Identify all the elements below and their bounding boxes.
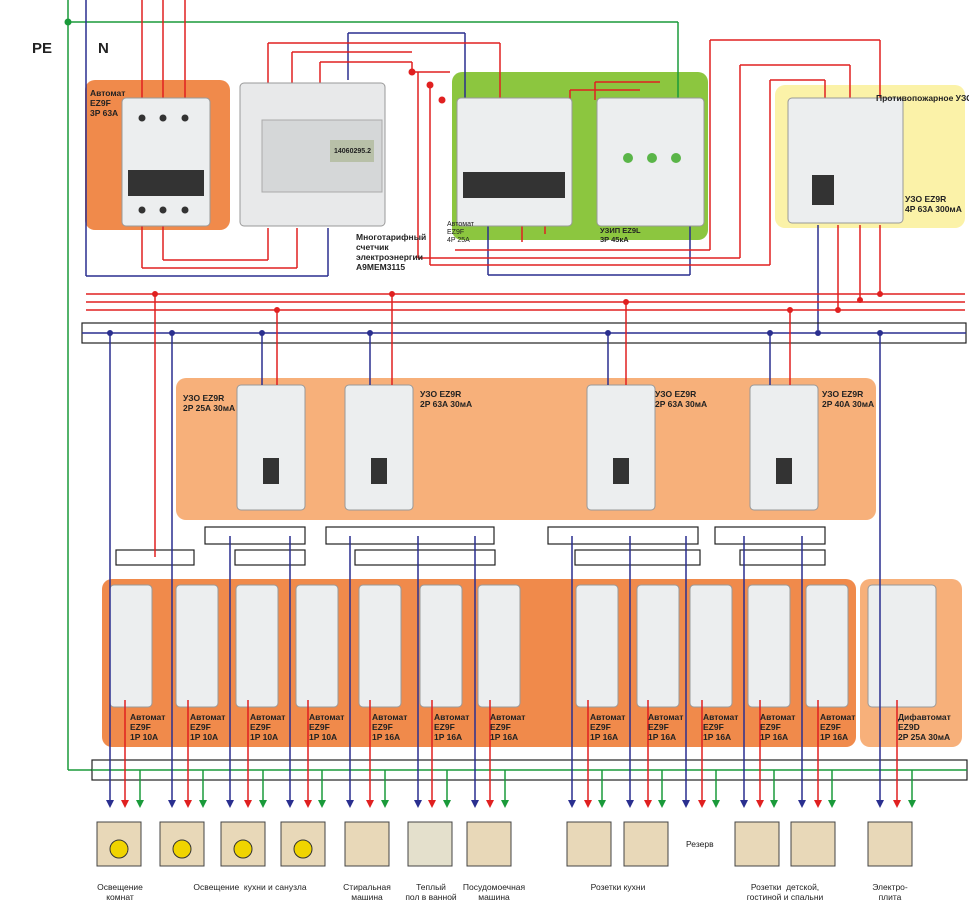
neutral-feed — [85, 0, 819, 330]
main-breaker[interactable] — [121, 97, 211, 227]
surge-protector[interactable] — [596, 97, 705, 227]
rcd-devices[interactable] — [236, 384, 819, 511]
phase-busbars — [86, 293, 965, 311]
breaker-label: Автомат EZ9F 1P 16A — [372, 712, 408, 742]
load-caption: Освещение комнат — [97, 882, 143, 902]
breaker-devices[interactable] — [109, 584, 937, 708]
fire-rcd[interactable] — [787, 97, 904, 224]
fire-rcd-spec: УЗО EZ9R 4P 63A 300мА — [905, 194, 962, 214]
bulbs — [109, 839, 313, 859]
load-caption: Освещение кухни и санузла — [193, 882, 307, 892]
n-label: N — [98, 40, 109, 57]
load-icons — [96, 821, 913, 867]
breaker-label: Автомат EZ9F 1P 10A — [190, 712, 226, 742]
surge-label: УЗИП EZ9L 3P 45кА — [600, 226, 641, 244]
energy-meter[interactable] — [239, 82, 386, 227]
rcd-label: УЗО EZ9R 2P 63A 30мА — [655, 389, 708, 409]
rcd-handles — [263, 458, 792, 484]
load-caption: Посудомоечная машина — [462, 882, 526, 902]
breaker-4p-label: Автомат EZ9F 4P 25A — [447, 221, 475, 244]
load-caption: Розетки кухни — [590, 882, 646, 892]
breaker-label: Автомат EZ9F 1P 16A — [703, 712, 739, 742]
dif-label: Дифавтомат EZ9D 2P 25A 30мА — [898, 712, 951, 742]
socket-icon — [734, 821, 780, 867]
junction-dots — [107, 291, 883, 336]
heated-floor-icon — [407, 821, 453, 867]
group-busbars — [115, 526, 826, 566]
breaker-label: Автомат EZ9F 1P 16A — [760, 712, 796, 742]
meter-label: Многотарифный счетчик электроэнергии A9M… — [356, 232, 427, 272]
arrowheads — [106, 800, 916, 808]
breaker-label: Автомат EZ9F 1P 10A — [130, 712, 166, 742]
main-breaker-label: Автомат EZ9F 3P 63A — [90, 88, 126, 118]
pe-drops — [139, 770, 913, 800]
meter-display: 14060295.2 — [334, 148, 371, 155]
load-caption: Розетки детской, гостиной и спальни — [746, 882, 824, 902]
rcd-label: УЗО EZ9R 2P 63A 30мА — [420, 389, 473, 409]
rcd-label: УЗО EZ9R 2P 25A 30мА — [183, 393, 236, 413]
stove-icon — [867, 821, 913, 867]
load-caption: Теплый пол в ванной — [405, 882, 457, 902]
reserve-label: Резерв — [686, 839, 714, 849]
phase-feeders — [141, 0, 881, 310]
breaker-label: Автомат EZ9F 1P 16A — [434, 712, 470, 742]
socket-icon — [623, 821, 669, 867]
breaker-4p[interactable] — [456, 97, 573, 227]
socket-icon — [790, 821, 836, 867]
breaker-label: Автомат EZ9F 1P 16A — [490, 712, 526, 742]
phase-drops — [124, 294, 898, 800]
fire-rcd-title: Противопожарное УЗО — [876, 93, 969, 103]
load-caption: Электро- плита — [872, 882, 908, 902]
rcd-label: УЗО EZ9R 2P 40A 30мА — [822, 389, 875, 409]
breaker-label: Автомат EZ9F 1P 10A — [250, 712, 286, 742]
neutral-drops — [109, 333, 881, 800]
breaker-label: Автомат EZ9F 1P 16A — [648, 712, 684, 742]
pe-conductor — [67, 0, 679, 771]
pe-label: PE — [32, 40, 53, 57]
dishwasher-icon — [466, 821, 512, 867]
breaker-label: Автомат EZ9F 1P 16A — [590, 712, 626, 742]
washing-machine-icon — [344, 821, 390, 867]
socket-icon — [566, 821, 612, 867]
load-caption: Стиральная машина — [343, 882, 391, 902]
breaker-label: Автомат EZ9F 1P 16A — [820, 712, 856, 742]
breaker-label: Автомат EZ9F 1P 10A — [309, 712, 345, 742]
